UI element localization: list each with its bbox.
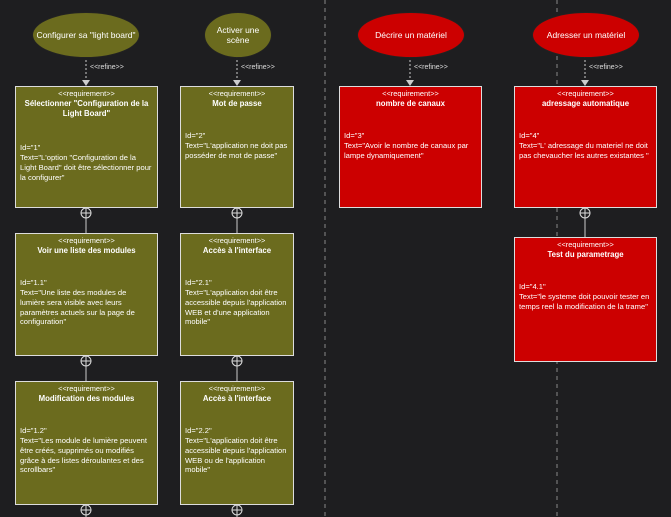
requirement-4[interactable]: <<requirement>> adressage automatique Id… (514, 86, 657, 208)
requirement-id: Id="1" (20, 143, 41, 152)
requirement-id: Id="1.2" (20, 426, 47, 435)
requirement-id: Id="3" (344, 131, 365, 140)
requirement-id: Id="2.1" (185, 278, 212, 287)
requirement-4-1[interactable]: <<requirement>> Test du parametrage Id="… (514, 237, 657, 362)
requirement-name: Mot de passe (212, 98, 262, 108)
usecase-adresser-materiel[interactable]: Adresser un matériel (532, 12, 640, 58)
requirement-1-2[interactable]: <<requirement>> Modification des modules… (15, 381, 158, 505)
stereotype-label: <<requirement>> (382, 89, 439, 98)
requirement-name: Accès à l'interface (202, 245, 272, 255)
stereotype-label: <<requirement>> (208, 236, 266, 245)
requirement-text: Text="L' adressage du materiel ne doit p… (519, 140, 649, 160)
requirement-1[interactable]: <<requirement>> Sélectionner "Configurat… (15, 86, 158, 208)
stereotype-label: <<requirement>> (208, 89, 266, 98)
requirement-name: Sélectionner "Configuration de la Light … (24, 98, 149, 118)
requirement-name: Modification des modules (38, 393, 135, 403)
requirement-id: Id="2" (185, 131, 206, 140)
usecase-decrire-materiel[interactable]: Décrire un matériel (357, 12, 465, 58)
refine-label: <<refine>> (414, 64, 448, 71)
stereotype-label: <<requirement>> (557, 89, 614, 98)
stereotype-label: <<requirement>> (557, 240, 614, 249)
requirement-text: Text="Une liste des modules de lumière s… (20, 287, 135, 327)
requirement-text: Text="le systeme doit pouvoir tester en … (519, 291, 650, 311)
requirement-id: Id="1.1" (20, 278, 47, 287)
requirement-id: Id="4.1" (519, 282, 546, 291)
requirement-text: Text="L'option "Configuration de la Ligh… (20, 152, 152, 182)
requirement-id: Id="2.2" (185, 426, 212, 435)
refine-label: <<refine>> (241, 64, 275, 71)
requirement-name: Test du parametrage (547, 249, 624, 259)
requirement-2-2[interactable]: <<requirement>> Accès à l'interface Id="… (180, 381, 294, 505)
requirement-text: Text="Les module de lumière peuvent être… (20, 435, 148, 475)
requirement-name: Accès à l'interface (202, 393, 272, 403)
usecase-configurer[interactable]: Configurer sa "light board" (32, 12, 140, 58)
requirement-text: Text="L'application ne doit pas posséder… (185, 140, 288, 160)
requirement-1-1[interactable]: <<requirement>> Voir une liste des modul… (15, 233, 158, 356)
requirement-2-1[interactable]: <<requirement>> Accès à l'interface Id="… (180, 233, 294, 356)
requirement-name: Voir une liste des modules (37, 245, 136, 255)
refine-label: <<refine>> (90, 64, 124, 71)
requirement-id: Id="4" (519, 131, 540, 140)
requirement-text: Text="Avoir le nombre de canaux par lamp… (344, 140, 469, 160)
requirement-name: adressage automatique (541, 98, 630, 108)
stereotype-label: <<requirement>> (58, 89, 115, 98)
requirement-name: nombre de canaux (376, 98, 445, 108)
requirement-2[interactable]: <<requirement>> Mot de passe Id="2" Text… (180, 86, 294, 208)
requirement-text: Text="L'application doit être accessible… (185, 435, 287, 475)
stereotype-label: <<requirement>> (58, 384, 115, 393)
usecase-activer-scene[interactable]: Activer une scène (204, 12, 272, 58)
stereotype-label: <<requirement>> (208, 384, 266, 393)
refine-label: <<refine>> (589, 64, 623, 71)
stereotype-label: <<requirement>> (58, 236, 115, 245)
requirement-text: Text="L'application doit être accessible… (185, 287, 287, 327)
requirement-3[interactable]: <<requirement>> nombre de canaux Id="3" … (339, 86, 482, 208)
